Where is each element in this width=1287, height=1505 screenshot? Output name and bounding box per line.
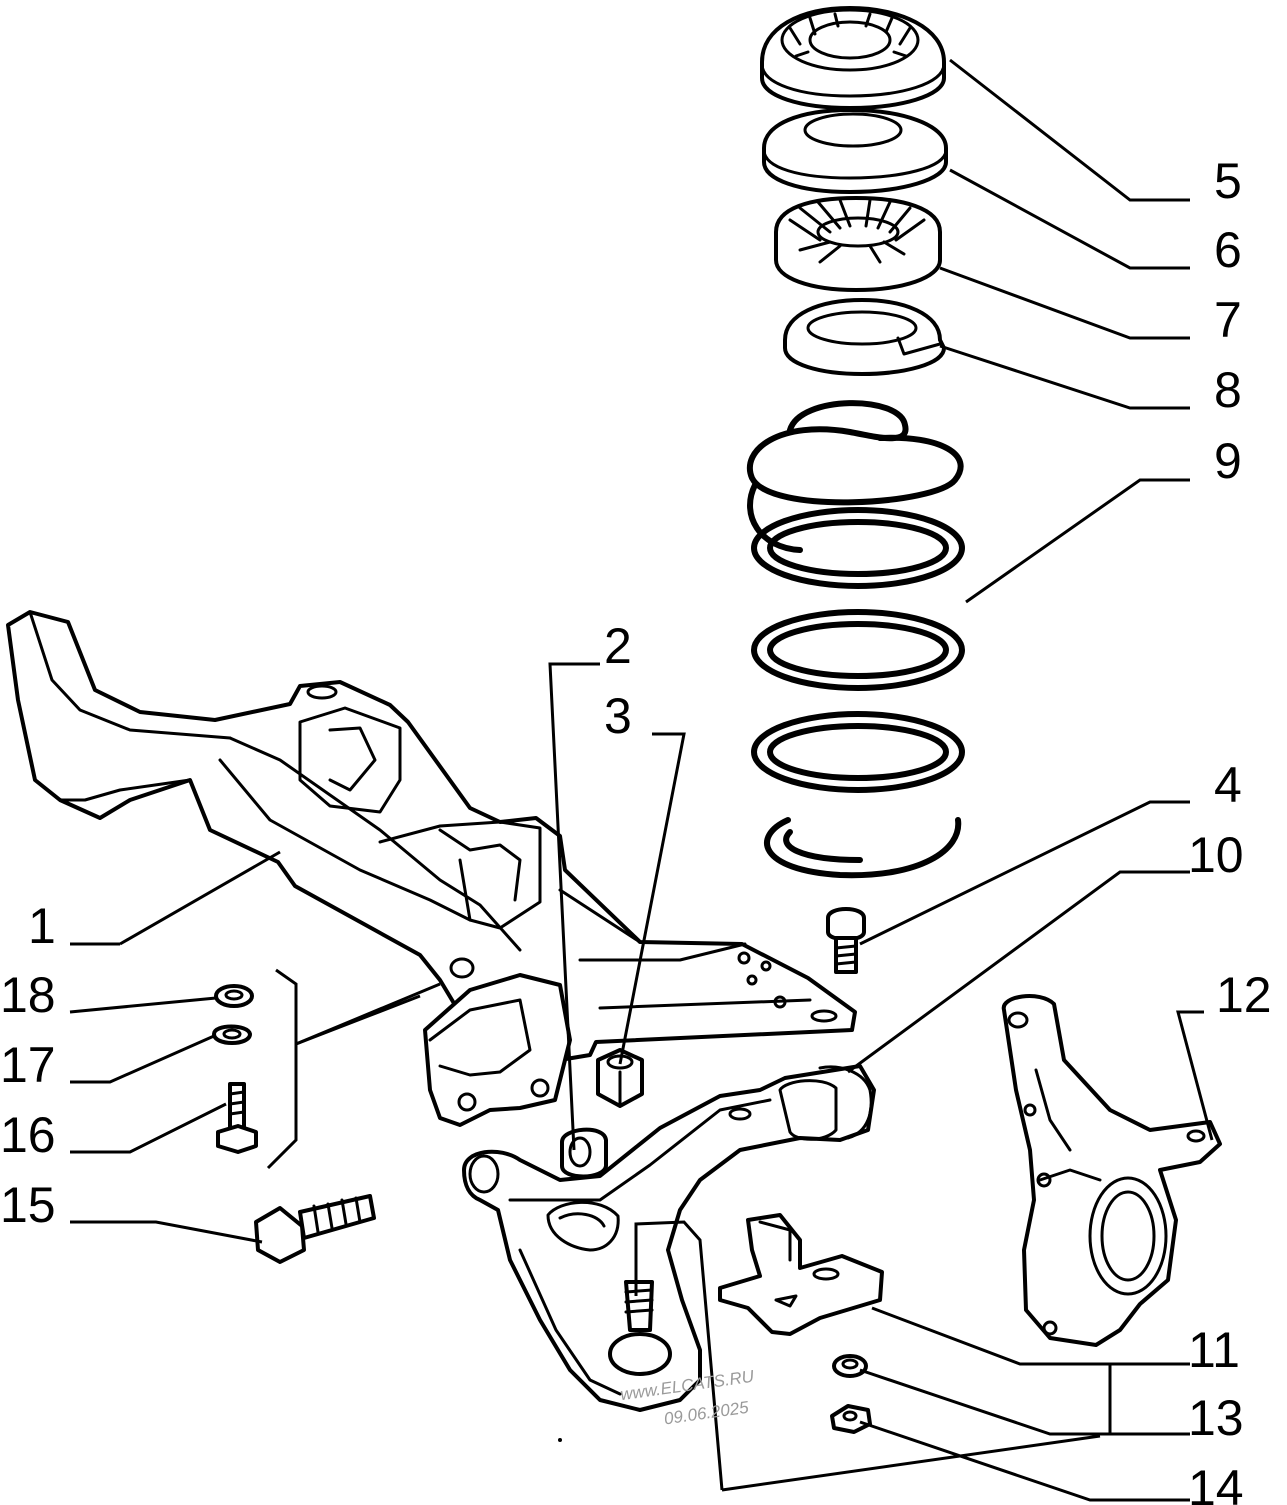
- spring-insulator: [783, 298, 946, 376]
- callout-1: 1: [28, 898, 56, 954]
- callout-6: 6: [1214, 222, 1242, 278]
- bolt-15: [254, 1194, 376, 1264]
- callout-16: 16: [0, 1107, 56, 1163]
- strut-bearing: [762, 108, 948, 194]
- callout-8: 8: [1214, 362, 1242, 418]
- callout-labels: 1 2 3 4 5 6 7 8 9 10 11 12 13 14 15 16 1…: [0, 153, 1272, 1505]
- nut-3: [596, 1048, 644, 1108]
- upper-spring-seat: [774, 196, 942, 292]
- top-strut-mount: [760, 6, 946, 110]
- callout-4: 4: [1214, 757, 1242, 813]
- spring-washer-17: [212, 1024, 252, 1045]
- callout-5: 5: [1214, 153, 1242, 209]
- nut-14: [830, 1404, 872, 1434]
- callout-10: 10: [1188, 827, 1244, 883]
- callout-14: 14: [1188, 1460, 1244, 1505]
- leader-lines: [69, 58, 1214, 1502]
- bolt-4: [826, 907, 866, 974]
- callout-9: 9: [1214, 433, 1242, 489]
- callout-15: 15: [0, 1177, 56, 1233]
- steering-knuckle: [1001, 994, 1222, 1347]
- callout-3: 3: [604, 688, 632, 744]
- callout-2: 2: [604, 618, 632, 674]
- callout-12: 12: [1216, 967, 1272, 1023]
- washer-13: [832, 1354, 868, 1378]
- callout-11: 11: [1188, 1322, 1240, 1378]
- flat-washer-18: [214, 984, 254, 1008]
- arm-bracket: [718, 1213, 884, 1336]
- coil-spring: [747, 400, 965, 879]
- callout-17: 17: [0, 1037, 56, 1093]
- callout-7: 7: [1214, 292, 1242, 348]
- callout-18: 18: [0, 967, 56, 1023]
- bolt-16: [216, 1082, 258, 1154]
- subframe-crossmember: [6, 610, 857, 1127]
- callout-13: 13: [1188, 1390, 1244, 1446]
- control-arm: [462, 1064, 876, 1412]
